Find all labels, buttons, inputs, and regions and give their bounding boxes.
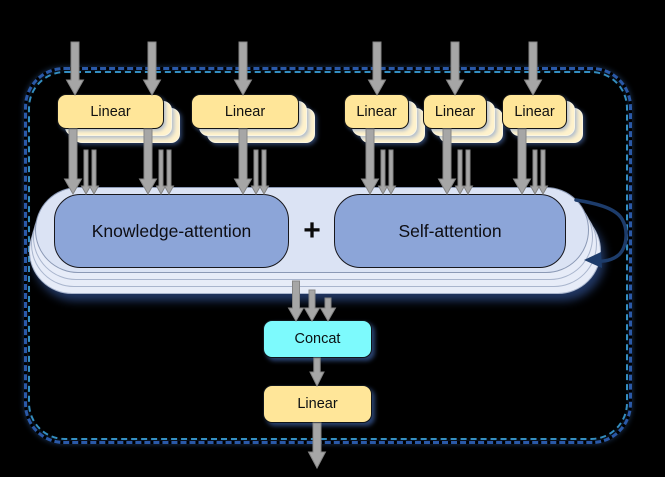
linear-box-self-2: Linear	[423, 94, 487, 129]
linear-box-self-3: Linear	[502, 94, 567, 129]
linear-box-self-1: Linear	[344, 94, 409, 129]
linear-box-knowledge-q: Linear	[191, 94, 299, 129]
output-linear-box: Linear	[263, 385, 372, 423]
knowledge-attention-box: Knowledge-attention	[54, 194, 289, 268]
concat-box: Concat	[263, 320, 372, 358]
linear-box-knowledge-kv: Linear	[57, 94, 164, 129]
self-attention-box: Self-attention	[334, 194, 566, 268]
add-operator: +	[303, 214, 321, 247]
attention-heads-container: Knowledge-attention + Self-attention	[35, 187, 589, 273]
